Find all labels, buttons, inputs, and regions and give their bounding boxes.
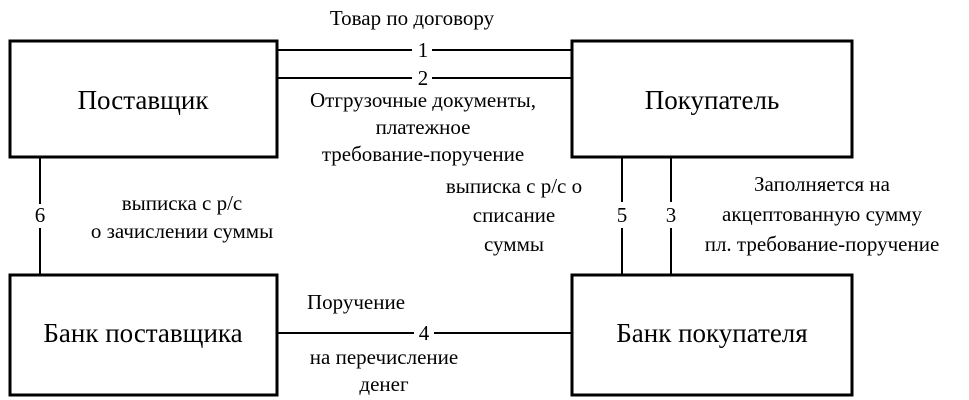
supplier-node: Поставщик: [8, 39, 279, 159]
edge-acceptance-label-line-3: пл. требование-поручение: [705, 232, 940, 256]
edge-documents-label-line-3: требование-поручение: [322, 142, 524, 166]
edge-transfer-order-number: 4: [419, 321, 430, 345]
buyer-bank-node: Банк покупателя: [570, 273, 854, 397]
buyer-bank-label: Банк покупателя: [616, 318, 807, 348]
supplier-label: Поставщик: [78, 85, 210, 115]
edge-debit-statement-label-line-3: суммы: [484, 232, 544, 256]
edge-goods-number: 1: [418, 38, 429, 62]
buyer-node: Покупатель: [570, 39, 854, 159]
edge-debit-statement-label-line-1: выписка с р/с о: [446, 174, 582, 198]
edge-debit-statement-number: 5: [617, 203, 628, 227]
edge-credit-statement-label-line-2: о зачислении суммы: [91, 219, 273, 243]
edge-acceptance-label-line-1: Заполняется на: [754, 172, 891, 196]
edge-documents-label-line-2: платежное: [376, 115, 471, 139]
supplier-bank-label: Банк поставщика: [43, 318, 242, 348]
edge-acceptance-label-line-2: акцептованную сумму: [722, 202, 922, 226]
edge-transfer-order-label-top: Поручение: [307, 290, 405, 314]
edge-debit-statement-label-line-2: списание: [473, 203, 556, 227]
edge-documents-number: 2: [418, 66, 429, 90]
edge-goods-label: Товар по договору: [330, 6, 495, 30]
supplier-bank-node: Банк поставщика: [8, 273, 279, 397]
edge-transfer-order-label-bottom-line-2: денег: [359, 372, 409, 396]
edge-transfer-order-label-bottom-line-1: на перечисление: [310, 345, 458, 369]
edge-acceptance-number: 3: [666, 203, 677, 227]
edge-credit-statement-label-line-1: выписка с р/с: [122, 191, 243, 215]
edge-credit-statement-number: 6: [35, 203, 46, 227]
edge-documents-label-line-1: Отгрузочные документы,: [310, 88, 536, 112]
buyer-label: Покупатель: [645, 85, 780, 115]
